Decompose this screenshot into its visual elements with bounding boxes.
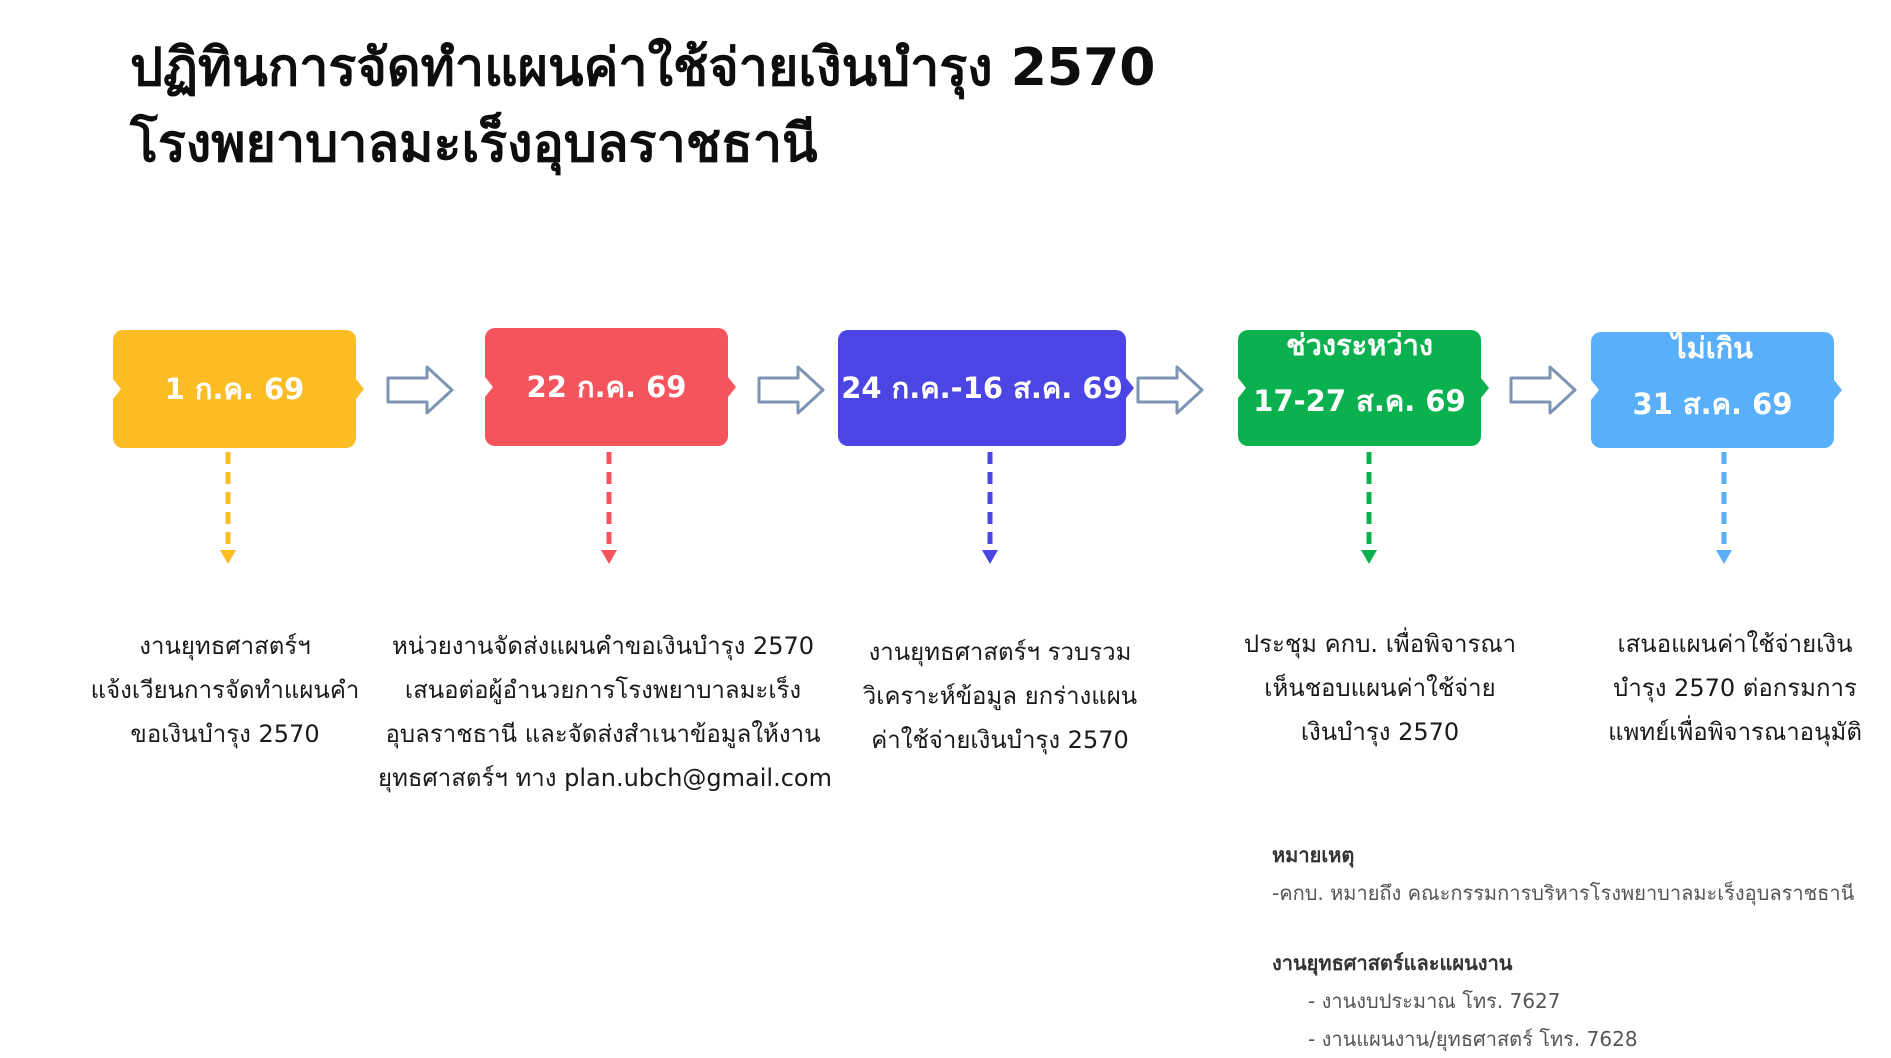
contact-heading: งานยุทธศาสตร์และแผนงาน — [1272, 951, 1513, 975]
page-title: ปฏิทินการจัดทำแผนค่าใช้จ่ายเงินบำรุง 257… — [130, 30, 1155, 182]
step-2-desc-line: หน่วยงานจัดส่งแผนคำขอเงินบำรุง 2570 — [391, 632, 815, 660]
step-4-date-line-2: 17-27 ส.ค. 69 — [1253, 384, 1466, 418]
step-1-desc-line: แจ้งเวียนการจัดทำแผนคำ — [90, 676, 360, 704]
step-5-description: เสนอแผนค่าใช้จ่ายเงิน บำรุง 2570 ต่อกรมก… — [1585, 622, 1885, 754]
step-3-desc-line: ค่าใช้จ่ายเงินบำรุง 2570 — [871, 726, 1129, 754]
step-3-date-line-1: 24 ก.ค.-16 ส.ค. 69 — [841, 371, 1123, 405]
step-5-date-box: ไม่เกิน 31 ส.ค. 69 — [1591, 331, 1842, 448]
step-3-description: งานยุทธศาสตร์ฯ รวบรวม วิเคราะห์ข้อมูล ยก… — [855, 630, 1145, 762]
step-4-connector-arrow — [1361, 452, 1377, 564]
step-1-date-box: 1 ก.ค. 69 — [113, 330, 364, 448]
step-4-date-line-1: ช่วงระหว่าง — [1285, 328, 1434, 362]
step-4-description: ประชุม คกบ. เพื่อพิจารณา เห็นชอบแผนค่าใช… — [1225, 622, 1535, 754]
step-4-desc-line: ประชุม คกบ. เพื่อพิจารณา — [1243, 630, 1517, 658]
step-2-desc-line: ยุทธศาสตร์ฯ ทาง plan.ubch@gmail.com — [378, 764, 832, 792]
step-5-desc-line: บำรุง 2570 ต่อกรมการ — [1613, 674, 1857, 702]
step-4-desc-line: เห็นชอบแผนค่าใช้จ่าย — [1264, 674, 1496, 702]
notes-heading: หมายเหตุ — [1272, 843, 1355, 867]
contact-line: - งานแผนงาน/ยุทธศาสตร์ โทร. 7628 — [1308, 1027, 1638, 1051]
arrow-right-icon — [757, 365, 825, 415]
step-2-desc-line: เสนอต่อผู้อำนวยการโรงพยาบาลมะเร็ง — [404, 676, 802, 704]
step-3-connector-arrow — [982, 452, 998, 564]
step-5-desc-line: เสนอแผนค่าใช้จ่ายเงิน — [1617, 630, 1853, 658]
step-2-desc-line: อุบลราชธานี และจัดส่งสำเนาข้อมูลให้งาน — [385, 720, 821, 748]
step-1-desc-line: งานยุทธศาสตร์ฯ — [139, 632, 311, 660]
step-1-description: งานยุทธศาสตร์ฯ แจ้งเวียนการจัดทำแผนคำ ขอ… — [80, 624, 370, 756]
step-1-date-line-1: 1 ก.ค. 69 — [164, 372, 305, 406]
arrow-right-icon — [1136, 365, 1204, 415]
step-4-desc-line: เงินบำรุง 2570 — [1300, 718, 1460, 746]
title-line-1: ปฏิทินการจัดทำแผนค่าใช้จ่ายเงินบำรุง 257… — [130, 38, 1156, 98]
step-3-date-box: 24 ก.ค.-16 ส.ค. 69 — [838, 330, 1134, 446]
step-5-connector-arrow — [1716, 452, 1732, 564]
step-5-date-line-2: 31 ส.ค. 69 — [1632, 387, 1793, 421]
step-2-date-box: 22 ก.ค. 69 — [485, 328, 736, 446]
step-2-description: หน่วยงานจัดส่งแผนคำขอเงินบำรุง 2570 เสนอ… — [378, 624, 832, 800]
notes-definition: -คกบ. หมายถึง คณะกรรมการบริหารโรงพยาบาลม… — [1272, 881, 1855, 905]
step-2-date-line-1: 22 ก.ค. 69 — [526, 370, 687, 404]
arrow-right-icon — [386, 365, 454, 415]
notes-panel: หมายเหตุ -คกบ. หมายถึง คณะกรรมการบริหารโ… — [1272, 836, 1854, 1058]
step-3-desc-line: วิเคราะห์ข้อมูล ยกร่างแผน — [862, 682, 1138, 710]
step-3-desc-line: งานยุทธศาสตร์ฯ รวบรวม — [868, 638, 1132, 666]
arrow-right-icon — [1509, 365, 1577, 415]
step-5-date-line-1: ไม่เกิน — [1672, 331, 1753, 365]
contact-line: - งานงบประมาณ โทร. 7627 — [1308, 989, 1561, 1013]
step-5-desc-line: แพทย์เพื่อพิจารณาอนุมัติ — [1608, 718, 1862, 746]
step-4-date-box: ช่วงระหว่าง 17-27 ส.ค. 69 — [1238, 328, 1489, 446]
step-2-connector-arrow — [601, 452, 617, 564]
step-1-desc-line: ขอเงินบำรุง 2570 — [130, 720, 320, 748]
title-line-2: โรงพยาบาลมะเร็งอุบลราชธานี — [130, 114, 818, 174]
step-1-connector-arrow — [220, 452, 236, 564]
